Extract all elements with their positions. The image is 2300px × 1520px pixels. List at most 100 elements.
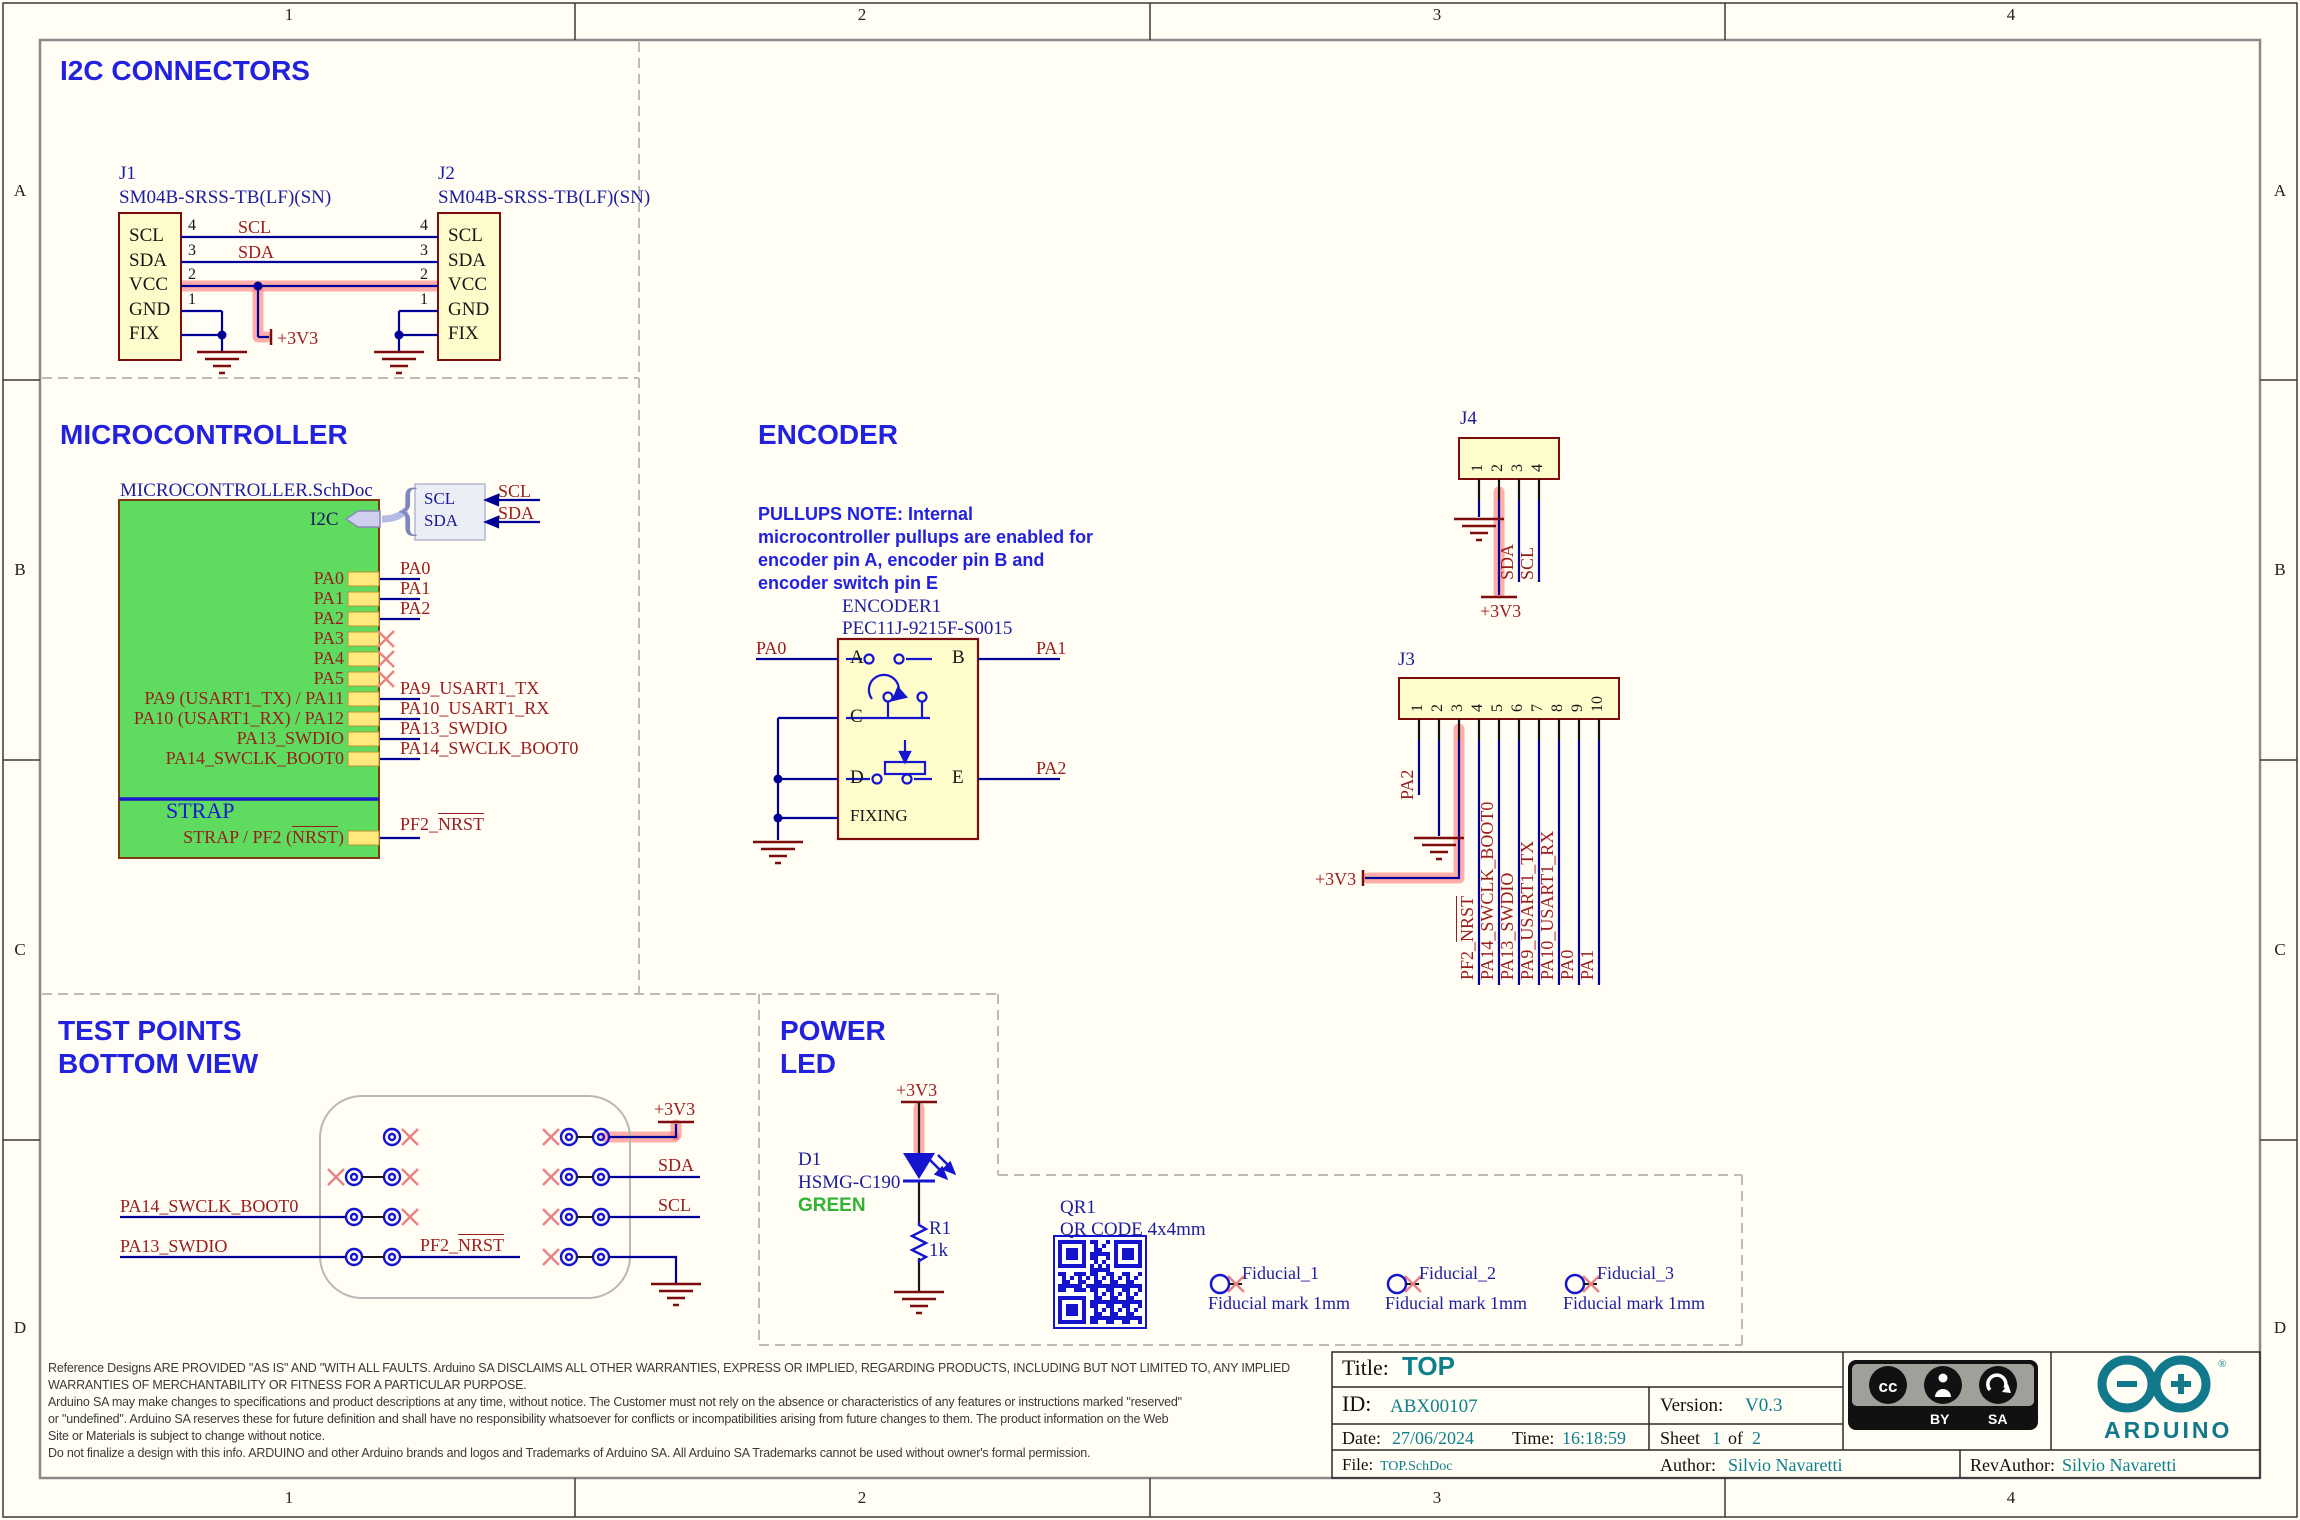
titleblock-author-label: Author: xyxy=(1660,1455,1716,1475)
net-label-scl: SCL xyxy=(238,217,272,237)
gnd-symbol xyxy=(651,1282,701,1307)
titleblock-version: V0.3 xyxy=(1745,1395,1783,1416)
mc-pin-pa14: PA14_SWCLK_BOOT0 xyxy=(165,748,344,768)
j1-part: SM04B-SRSS-TB(LF)(SN) xyxy=(119,187,332,208)
j3-pin-number: 7 xyxy=(1529,704,1546,712)
harness-cable xyxy=(381,507,409,523)
titleblock-file-label: File: xyxy=(1342,1455,1374,1474)
net-label-pa14-swclk-boot0: PA14_SWCLK_BOOT0 xyxy=(1477,801,1497,980)
j1-pin-vcc: VCC xyxy=(129,274,169,295)
power-label-3v3: +3V3 xyxy=(654,1099,696,1119)
j3-pin-number: 9 xyxy=(1569,704,1586,712)
net-label-pa2: PA2 xyxy=(1397,769,1417,800)
fiducial-3-name: Fiducial_3 xyxy=(1597,1263,1674,1283)
border-col-bottom-4: 4 xyxy=(2006,1488,2016,1507)
j2-pin-number: 4 xyxy=(420,217,428,234)
net-label-pf2-nrst: PF2_NRST xyxy=(400,814,485,834)
border-row-right-c: C xyxy=(2274,940,2286,959)
j3-pin-number: 6 xyxy=(1509,704,1526,712)
gnd-symbol xyxy=(1414,836,1464,861)
net-label-sda: SDA xyxy=(238,242,275,262)
border-col-top-3: 3 xyxy=(1432,5,1442,24)
mc-pin-pa9: PA9 (USART1_TX) / PA11 xyxy=(144,688,344,708)
border-col-bottom-3: 3 xyxy=(1432,1488,1442,1507)
j2-pin-number: 1 xyxy=(420,291,428,308)
mc-pin-pa13: PA13_SWDIO xyxy=(236,728,344,748)
arduino-logo xyxy=(2097,1355,2211,1413)
net-label-scl: SCL xyxy=(498,481,532,501)
j2-ref: J2 xyxy=(438,163,455,184)
i2c-port xyxy=(344,510,381,528)
titleblock-id-label: ID: xyxy=(1342,1391,1372,1416)
border-row-right-b: B xyxy=(2274,560,2286,579)
gnd-symbol xyxy=(894,1290,944,1315)
net-label-scl: SCL xyxy=(658,1195,692,1215)
harness-box xyxy=(414,483,486,541)
titleblock-date: 27/06/2024 xyxy=(1392,1428,1475,1448)
encoder-pin-c: C xyxy=(850,706,863,727)
j1-pin-fix: FIX xyxy=(129,323,160,344)
border-col-top-4: 4 xyxy=(2006,5,2016,24)
j3-connector-symbol xyxy=(1361,677,1620,985)
encoder-symbol xyxy=(753,637,1060,865)
net-label-pa0: PA0 xyxy=(400,558,431,578)
encoder-wires xyxy=(756,657,1060,840)
cc-by-label: BY xyxy=(1930,1411,1950,1427)
titleblock-title: TOP xyxy=(1402,1351,1455,1381)
net-label-pa1: PA1 xyxy=(400,578,431,598)
titleblock-sheet-label: Sheet xyxy=(1660,1428,1700,1448)
encoder-pullups-note: PULLUPS NOTE: Internal microcontroller p… xyxy=(758,504,1094,593)
border-col-top-2: 2 xyxy=(857,5,867,24)
j3-pin-number: 10 xyxy=(1589,696,1606,712)
testpoints-group xyxy=(120,1095,701,1307)
j1-pin-number: 4 xyxy=(188,217,196,234)
encoder-pin-fixing: FIXING xyxy=(850,806,908,825)
j4-connector-symbol xyxy=(1454,437,1560,599)
net-label-scl: SCL xyxy=(1517,546,1537,580)
section-dividers xyxy=(42,42,1743,1346)
titleblock-title-label: Title: xyxy=(1342,1355,1389,1380)
encoder-pin-d: D xyxy=(850,767,864,788)
titleblock-author: Silvio Navaretti xyxy=(1728,1455,1843,1475)
border-row-left-a: A xyxy=(13,181,27,200)
net-label-pa1: PA1 xyxy=(1577,949,1597,980)
titleblock-file: TOP.SchDoc xyxy=(1380,1459,1453,1474)
encoder-part: PEC11J-9215F-S0015 xyxy=(842,618,1013,639)
j4-ref: J4 xyxy=(1460,408,1477,429)
mc-port-i2c: I2C xyxy=(310,509,339,530)
led-symbol xyxy=(903,1153,957,1183)
power-label-3v3: +3V3 xyxy=(1480,601,1522,621)
j3-pin-number: 8 xyxy=(1549,704,1566,712)
resistor-ref: R1 xyxy=(929,1218,952,1239)
j3-ref: J3 xyxy=(1398,649,1415,670)
section-title-encoder: ENCODER xyxy=(758,419,899,450)
i2c-connector-symbols xyxy=(118,212,501,375)
net-label-pa0: PA0 xyxy=(1557,949,1577,980)
fiducial-marks xyxy=(1209,1273,1600,1295)
border-col-top-1: 1 xyxy=(284,5,294,24)
fiducial-2-name: Fiducial_2 xyxy=(1419,1263,1496,1283)
fiducial-2-symbol xyxy=(1386,1273,1422,1295)
border-row-left-d: D xyxy=(13,1318,27,1337)
titleblock-time: 16:18:59 xyxy=(1562,1428,1627,1448)
net-label-pa14-swclk-boot0: PA14_SWCLK_BOOT0 xyxy=(400,738,579,758)
no-connect-marks xyxy=(377,630,395,688)
section-title-microcontroller: MICROCONTROLLER xyxy=(60,419,348,450)
gnd-symbol xyxy=(197,350,247,375)
j2-part: SM04B-SRSS-TB(LF)(SN) xyxy=(438,187,651,208)
cc-sa-label: SA xyxy=(1988,1411,2008,1427)
encoder-pin-e: E xyxy=(952,767,964,788)
j2-body xyxy=(437,212,501,361)
fiducial-2-desc: Fiducial mark 1mm xyxy=(1385,1293,1527,1313)
mc-pin-pa3: PA3 xyxy=(313,628,344,648)
net-label-pa0: PA0 xyxy=(756,638,787,658)
net-label-pf2-nrst: PF2_NRST xyxy=(420,1235,505,1255)
net-label-pa13-swdio: PA13_SWDIO xyxy=(120,1236,228,1256)
net-label-pa10-usart1-rx: PA10_USART1_RX xyxy=(1537,830,1557,980)
mc-pin-pa5: PA5 xyxy=(313,668,344,688)
titleblock-sheet-num: 1 xyxy=(1712,1428,1721,1448)
j1-pin-number: 2 xyxy=(188,266,196,283)
encoder-ref: ENCODER1 xyxy=(842,596,942,617)
fiducial-1-symbol xyxy=(1209,1273,1245,1295)
net-label-pa14-swclk-boot0: PA14_SWCLK_BOOT0 xyxy=(120,1196,299,1216)
